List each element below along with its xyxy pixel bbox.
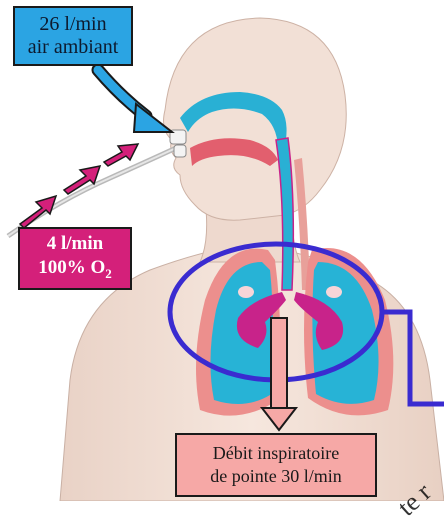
ambient-air-text: air ambiant — [15, 36, 131, 59]
oxygen-label: 4 l/min 100% O2 — [18, 227, 132, 290]
oxygen-flow-arrow — [20, 144, 138, 228]
inspiratory-flow-label: Débit inspiratoire de pointe 30 l/min — [175, 433, 377, 497]
air-flow-arrow — [98, 70, 172, 132]
respiratory-diagram: 26 l/min air ambiant 4 l/min 100% O2 Déb… — [0, 0, 444, 501]
ambient-air-label: 26 l/min air ambiant — [13, 6, 133, 66]
oxygen-concentration-text: 100% O — [38, 257, 105, 278]
cannula-prong-2 — [174, 145, 186, 157]
oxygen-subscript: 2 — [105, 265, 112, 280]
ambient-air-flow: 26 l/min — [15, 13, 131, 36]
oxygen-tube — [8, 148, 176, 236]
bronchiole-right — [326, 286, 342, 298]
inspiratory-flow-line1: Débit inspiratoire — [177, 442, 375, 465]
oxygen-flow: 4 l/min — [20, 232, 130, 256]
bronchiole-left — [238, 286, 254, 298]
inspiratory-flow-line2: de pointe 30 l/min — [177, 465, 375, 488]
oxygen-concentration: 100% O2 — [20, 256, 130, 286]
